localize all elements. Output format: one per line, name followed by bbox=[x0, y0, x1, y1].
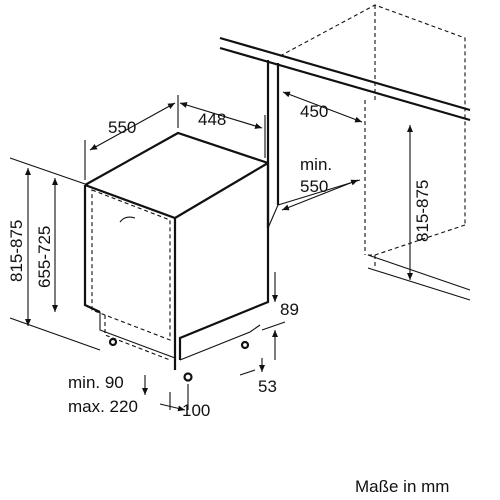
plinth-height-label: 89 bbox=[280, 300, 299, 319]
foot-front-left bbox=[108, 337, 118, 347]
width-label: 448 bbox=[198, 110, 226, 129]
niche-width-label: 450 bbox=[300, 102, 328, 121]
min-depth-value: 550 bbox=[300, 177, 328, 196]
body-height-label: 655-725 bbox=[35, 226, 54, 288]
foot-max-label: max. 220 bbox=[68, 397, 138, 416]
foot-min-label: min. 90 bbox=[68, 373, 124, 392]
min-depth-prefix: min. bbox=[300, 155, 332, 174]
depth-label: 550 bbox=[108, 118, 136, 137]
foot-rear-right bbox=[240, 340, 250, 350]
foot-offset-label: 100 bbox=[182, 401, 210, 420]
niche-outline bbox=[219, 4, 471, 301]
dimension-lines bbox=[9, 91, 413, 412]
plinth-depth-label: 53 bbox=[258, 377, 277, 396]
niche-height-label: 815-875 bbox=[413, 180, 432, 242]
dishwasher-body bbox=[83, 131, 270, 382]
total-height-label: 815-875 bbox=[7, 220, 26, 282]
units-label: Maße in mm bbox=[355, 477, 449, 496]
foot-front-right bbox=[183, 372, 193, 382]
